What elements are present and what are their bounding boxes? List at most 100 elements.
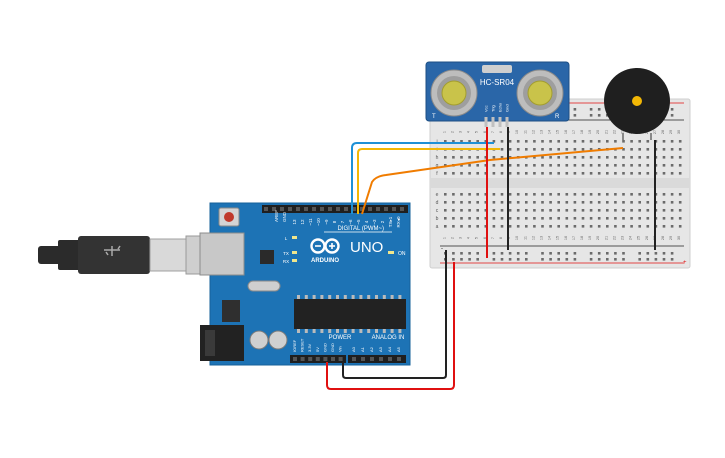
piezo-buzzer[interactable] — [604, 68, 670, 140]
header-hole[interactable] — [328, 207, 332, 211]
terminal-hole[interactable] — [630, 225, 633, 228]
rail-hole[interactable] — [573, 252, 577, 255]
terminal-hole[interactable] — [452, 172, 455, 175]
terminal-hole[interactable] — [500, 156, 504, 159]
terminal-hole[interactable] — [525, 201, 528, 204]
terminal-hole[interactable] — [581, 148, 585, 151]
terminal-hole[interactable] — [541, 225, 544, 228]
terminal-hole[interactable] — [589, 217, 593, 220]
terminal-hole[interactable] — [557, 201, 560, 204]
header-hole[interactable] — [331, 357, 335, 361]
terminal-hole[interactable] — [646, 209, 650, 212]
terminal-hole[interactable] — [516, 217, 520, 220]
rail-hole[interactable] — [646, 258, 650, 261]
terminal-hole[interactable] — [549, 217, 552, 220]
terminal-hole[interactable] — [670, 209, 674, 212]
header-hole[interactable] — [280, 207, 284, 211]
terminal-hole[interactable] — [444, 193, 447, 196]
header-hole[interactable] — [397, 357, 401, 361]
terminal-hole[interactable] — [549, 225, 552, 228]
terminal-hole[interactable] — [678, 201, 682, 204]
terminal-hole[interactable] — [549, 172, 552, 175]
reset-button[interactable] — [224, 212, 234, 222]
terminal-hole[interactable] — [468, 225, 471, 228]
terminal-hole[interactable] — [500, 164, 504, 167]
rail-hole[interactable] — [662, 258, 666, 261]
terminal-hole[interactable] — [565, 172, 569, 175]
terminal-hole[interactable] — [549, 156, 552, 159]
terminal-hole[interactable] — [492, 209, 496, 212]
terminal-hole[interactable] — [476, 156, 479, 159]
terminal-hole[interactable] — [525, 140, 528, 143]
terminal-hole[interactable] — [646, 201, 650, 204]
terminal-hole[interactable] — [541, 140, 544, 143]
terminal-hole[interactable] — [484, 201, 488, 204]
rail-hole[interactable] — [492, 252, 496, 255]
terminal-hole[interactable] — [533, 172, 536, 175]
terminal-hole[interactable] — [573, 193, 577, 196]
terminal-hole[interactable] — [573, 148, 577, 151]
terminal-hole[interactable] — [533, 193, 536, 196]
terminal-hole[interactable] — [678, 164, 682, 167]
rail-hole[interactable] — [622, 258, 625, 261]
terminal-hole[interactable] — [630, 209, 633, 212]
terminal-hole[interactable] — [646, 156, 650, 159]
terminal-hole[interactable] — [484, 172, 488, 175]
terminal-hole[interactable] — [460, 225, 463, 228]
rail-hole[interactable] — [541, 258, 544, 261]
terminal-hole[interactable] — [597, 209, 601, 212]
terminal-hole[interactable] — [670, 225, 674, 228]
terminal-hole[interactable] — [573, 201, 577, 204]
terminal-hole[interactable] — [476, 217, 479, 220]
terminal-hole[interactable] — [508, 148, 512, 151]
terminal-hole[interactable] — [565, 148, 569, 151]
terminal-hole[interactable] — [452, 209, 455, 212]
terminal-hole[interactable] — [662, 193, 666, 196]
terminal-hole[interactable] — [444, 164, 447, 167]
terminal-hole[interactable] — [597, 193, 601, 196]
terminal-hole[interactable] — [557, 225, 560, 228]
rail-hole[interactable] — [500, 258, 504, 261]
rail-hole[interactable] — [492, 258, 496, 261]
terminal-hole[interactable] — [525, 193, 528, 196]
header-hole[interactable] — [315, 357, 320, 361]
terminal-hole[interactable] — [670, 148, 674, 151]
terminal-hole[interactable] — [557, 217, 560, 220]
terminal-hole[interactable] — [484, 164, 488, 167]
terminal-hole[interactable] — [581, 225, 585, 228]
terminal-hole[interactable] — [573, 209, 577, 212]
terminal-hole[interactable] — [533, 217, 536, 220]
rail-hole[interactable] — [557, 252, 560, 255]
terminal-hole[interactable] — [638, 209, 641, 212]
terminal-hole[interactable] — [460, 140, 463, 143]
header-hole[interactable] — [264, 207, 268, 211]
rail-hole[interactable] — [654, 252, 658, 255]
terminal-hole[interactable] — [492, 156, 496, 159]
terminal-hole[interactable] — [533, 156, 536, 159]
terminal-hole[interactable] — [452, 140, 455, 143]
terminal-hole[interactable] — [541, 156, 544, 159]
rail-hole[interactable] — [565, 252, 569, 255]
terminal-hole[interactable] — [476, 140, 479, 143]
rail-hole[interactable] — [525, 252, 528, 255]
terminal-hole[interactable] — [597, 156, 601, 159]
header-hole[interactable] — [323, 357, 328, 361]
terminal-hole[interactable] — [557, 156, 560, 159]
terminal-hole[interactable] — [597, 201, 601, 204]
terminal-hole[interactable] — [662, 201, 666, 204]
rail-hole[interactable] — [614, 258, 617, 261]
terminal-hole[interactable] — [516, 209, 520, 212]
header-hole[interactable] — [388, 357, 392, 361]
terminal-hole[interactable] — [525, 209, 528, 212]
rail-hole[interactable] — [573, 108, 577, 111]
rail-hole[interactable] — [452, 258, 455, 261]
header-hole[interactable] — [352, 357, 356, 361]
terminal-hole[interactable] — [678, 225, 682, 228]
terminal-hole[interactable] — [565, 193, 569, 196]
terminal-hole[interactable] — [492, 140, 496, 143]
rail-hole[interactable] — [638, 258, 641, 261]
terminal-hole[interactable] — [638, 148, 641, 151]
terminal-hole[interactable] — [500, 140, 504, 143]
